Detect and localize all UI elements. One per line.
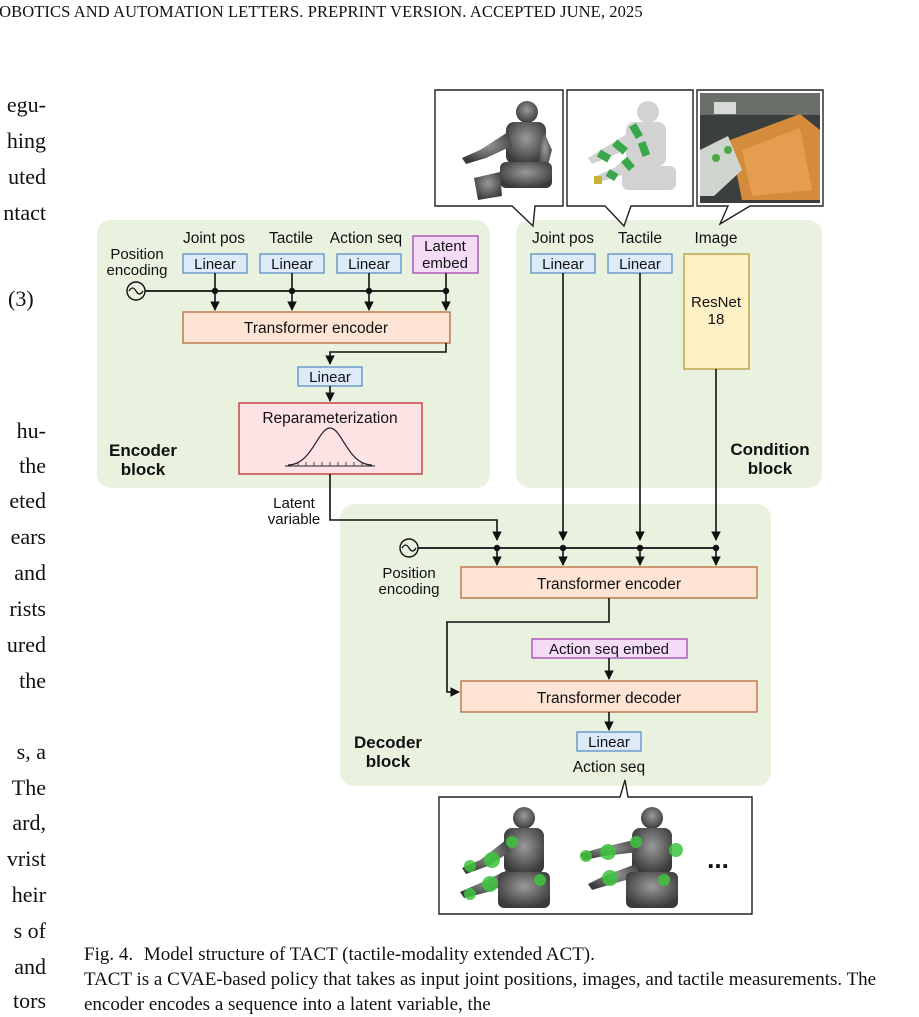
- decoder-linear: Linear: [576, 731, 642, 752]
- encoder-block-title-2: block: [121, 460, 166, 479]
- svg-text:Linear: Linear: [271, 256, 313, 273]
- encoder-position-encoding-label: Position: [110, 246, 163, 263]
- condition-linear-tactile: Linear: [607, 253, 673, 274]
- decoder-position-encoding-label-2: encoding: [379, 581, 440, 598]
- text-fragment: rists: [9, 596, 46, 621]
- svg-text:18: 18: [708, 311, 725, 328]
- condition-input-label-joint-pos: Joint pos: [532, 230, 594, 247]
- encoder-linear-joint-pos: Linear: [182, 253, 248, 274]
- encoder-linear-action-seq: Linear: [336, 253, 402, 274]
- latent-variable-label-2: variable: [268, 511, 321, 528]
- text-fragment: ard,: [12, 810, 46, 835]
- action-seq-embed: Action seq embed: [531, 638, 688, 659]
- reparameterization-box: Reparameterization: [238, 402, 423, 475]
- text-fragment: the: [19, 668, 46, 693]
- condition-input-label-image: Image: [694, 230, 737, 247]
- figure-label: Fig. 4.: [84, 944, 134, 965]
- text-fragment: and: [14, 954, 46, 979]
- encoder-input-label-joint-pos: Joint pos: [183, 230, 245, 247]
- text-fragment: s, a: [16, 739, 46, 764]
- text-fragment: ntact: [3, 200, 46, 225]
- svg-text:Transformer encoder: Transformer encoder: [244, 320, 388, 337]
- encoder-linear-tactile: Linear: [259, 253, 325, 274]
- text-fragment: s of: [13, 918, 46, 943]
- text-fragment: ears: [10, 524, 46, 549]
- svg-text:Transformer encoder: Transformer encoder: [537, 576, 681, 593]
- svg-text:Action seq embed: Action seq embed: [549, 641, 669, 658]
- decoder-block-title: Decoder: [354, 733, 422, 752]
- encoder-latent-embed: Latent embed: [412, 235, 479, 274]
- encoder-position-encoding-label-2: encoding: [107, 262, 168, 279]
- encoder-block-title: Encoder: [109, 441, 177, 460]
- text-fragment: egu-: [6, 92, 46, 117]
- condition-input-label-tactile: Tactile: [618, 230, 662, 247]
- text-fragment: hing: [6, 128, 46, 153]
- transformer-decoder: Transformer decoder: [460, 680, 758, 713]
- text-fragment: ured: [6, 632, 46, 657]
- encoder-linear: Linear: [297, 366, 363, 387]
- decoder-output-label: Action seq: [573, 759, 645, 776]
- svg-text:Linear: Linear: [309, 369, 351, 386]
- text-fragment: vrist: [6, 846, 46, 871]
- text-fragment: uted: [8, 164, 46, 189]
- latent-variable-label: Latent: [273, 495, 316, 512]
- output-image-action-sequence: ...: [438, 779, 753, 915]
- svg-text:Linear: Linear: [619, 256, 661, 273]
- svg-text:Linear: Linear: [348, 256, 390, 273]
- svg-text:embed: embed: [422, 255, 468, 272]
- encoder-input-label-action-seq: Action seq: [330, 230, 402, 247]
- input-image-robot-pose: [434, 89, 564, 228]
- condition-linear-joint-pos: Linear: [530, 253, 596, 274]
- encoder-input-label-tactile: Tactile: [269, 230, 313, 247]
- input-image-tactile-visual: [566, 89, 694, 228]
- input-image-camera: [696, 89, 824, 226]
- text-fragment: eted: [9, 488, 46, 513]
- figure-title: Model structure of TACT (tactile-modalit…: [143, 944, 595, 965]
- condition-block-title-2: block: [748, 459, 793, 478]
- svg-text:Reparameterization: Reparameterization: [262, 410, 397, 427]
- svg-text:Transformer decoder: Transformer decoder: [537, 690, 681, 707]
- svg-text:Linear: Linear: [194, 256, 236, 273]
- ellipsis: ...: [707, 844, 729, 874]
- figure-caption-body: TACT is a CVAE-based policy that takes a…: [84, 969, 877, 1015]
- decoder-transformer-encoder: Transformer encoder: [460, 566, 758, 599]
- decoder-block-title-2: block: [366, 752, 411, 771]
- svg-text:Linear: Linear: [542, 256, 584, 273]
- resnet-18-box: ResNet 18: [683, 253, 750, 370]
- encoder-transformer-encoder: Transformer encoder: [182, 311, 451, 344]
- text-fragment: heir: [11, 882, 46, 907]
- text-fragment: and: [14, 560, 46, 585]
- equation-number: (3): [8, 286, 34, 311]
- svg-text:ResNet: ResNet: [691, 294, 742, 311]
- text-fragment: the: [19, 453, 46, 478]
- svg-text:Latent: Latent: [424, 238, 467, 255]
- text-fragment: hu-: [16, 418, 46, 443]
- text-fragment: The: [11, 775, 46, 800]
- svg-text:Linear: Linear: [588, 734, 630, 751]
- decoder-position-encoding-label: Position: [382, 565, 435, 582]
- condition-block-title: Condition: [730, 440, 809, 459]
